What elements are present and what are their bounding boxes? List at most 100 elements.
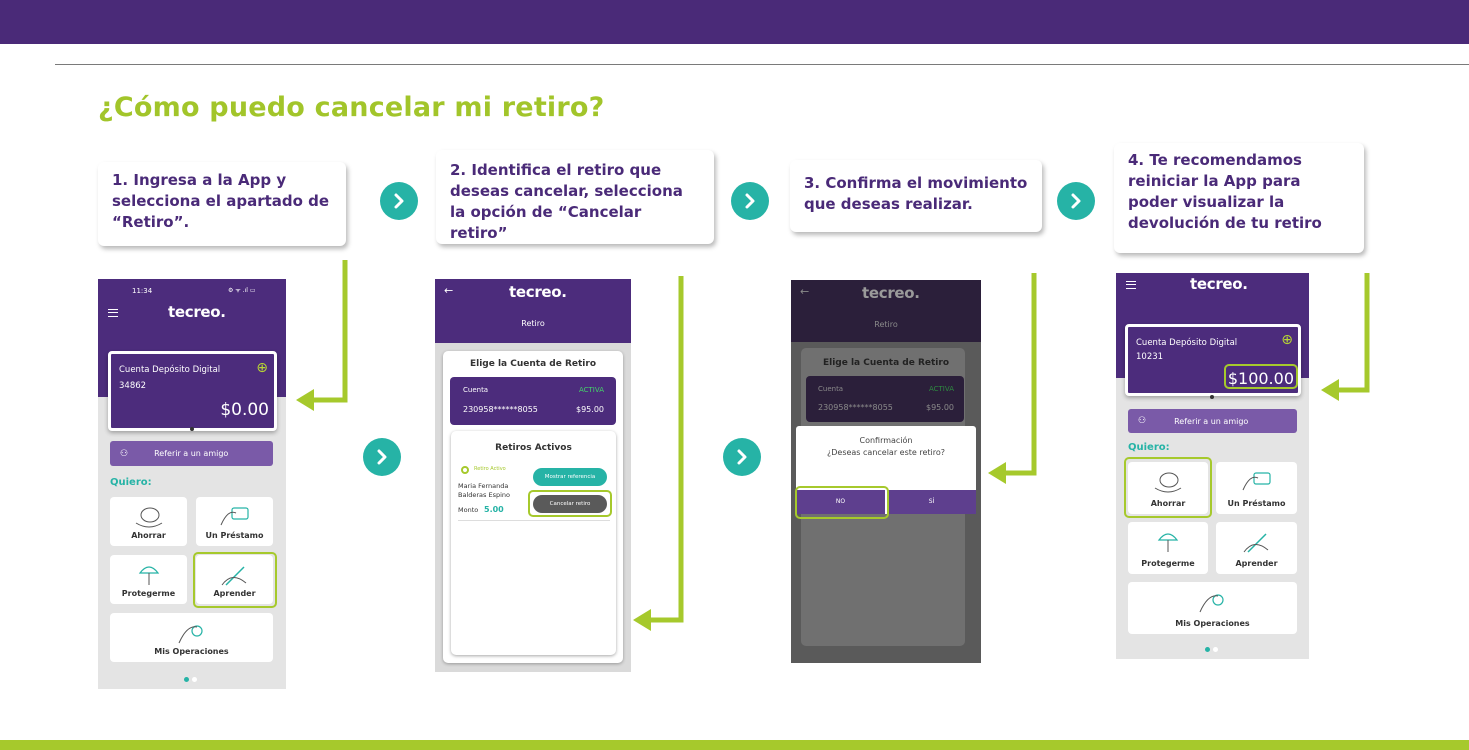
- chevron-right-icon: [745, 193, 755, 209]
- highlight-aprender: [193, 552, 277, 608]
- tile-ahorrar[interactable]: Ahorrar: [1128, 462, 1208, 514]
- cancel-withdrawal-button[interactable]: Cancelar retiro: [533, 495, 607, 513]
- step-3-text: 3. Confirma el movimiento que deseas rea…: [804, 174, 1028, 213]
- operations-hand-icon: [178, 625, 203, 644]
- pencil-hand-icon: [221, 566, 246, 586]
- account-card[interactable]: Cuenta Depósito Digital 34862 ⊕ $0.00: [108, 351, 277, 431]
- highlight-ahorrar: [1124, 457, 1212, 518]
- hamburger-icon[interactable]: [1126, 281, 1136, 289]
- account-masked-number: 230958******8055: [818, 403, 893, 412]
- logo-text: tecreo.: [168, 303, 226, 321]
- tile-label: Un Préstamo: [205, 531, 264, 540]
- tile-label: Protegerme: [121, 589, 176, 598]
- tile-label: Aprender: [1235, 559, 1278, 568]
- tile-protegerme[interactable]: Protegerme: [110, 555, 187, 604]
- tile-ahorrar[interactable]: Ahorrar: [110, 497, 187, 546]
- app-header: [791, 280, 981, 342]
- account-masked-number: 230958******8055: [463, 405, 538, 414]
- back-arrow-icon[interactable]: ←: [800, 285, 810, 298]
- confirmation-dialog: Confirmación ¿Deseas cancelar este retir…: [796, 426, 976, 514]
- tile-prestamo[interactable]: Un Préstamo: [1216, 462, 1297, 514]
- show-reference-button[interactable]: Mostrar referencia: [533, 468, 607, 486]
- screen-title: Retiro: [874, 320, 898, 329]
- refer-friend-button[interactable]: ⚇ Referir a un amigo: [110, 441, 273, 466]
- add-icon[interactable]: ⊕: [1281, 332, 1293, 348]
- bottom-banner: [0, 740, 1469, 750]
- people-icon: ⚇: [120, 448, 129, 459]
- step-1-text: 1. Ingresa a la App y selecciona el apar…: [112, 171, 330, 231]
- add-icon[interactable]: ⊕: [256, 360, 268, 376]
- tile-label: Ahorrar: [1150, 499, 1186, 508]
- chevron-right-icon: [377, 449, 387, 465]
- account-balance: $100.00: [1227, 369, 1294, 388]
- dialog-question: ¿Deseas cancelar este retiro?: [826, 448, 946, 457]
- refer-label: Referir a un amigo: [1174, 416, 1249, 426]
- pencil-hand-icon: [1243, 533, 1268, 553]
- piggy-bank-icon: [135, 507, 162, 528]
- tile-aprender[interactable]: Aprender: [1216, 522, 1297, 574]
- app-logo: tecreo.: [862, 284, 920, 302]
- page-title: ¿Cómo puedo cancelar mi retiro?: [98, 92, 605, 123]
- amount-value: 5.00: [484, 505, 504, 514]
- chevron-right-icon: [394, 193, 404, 209]
- amount-label: Monto: [458, 506, 479, 514]
- highlight-cancel: [528, 490, 612, 517]
- step-1-card: 1. Ingresa a la App y selecciona el apar…: [98, 162, 346, 246]
- account-label: Cuenta: [818, 385, 844, 393]
- app-logo: tecreo.: [509, 283, 567, 301]
- tile-label: Protegerme: [1141, 559, 1195, 568]
- active-withdrawals-panel: [451, 431, 616, 655]
- account-status: ACTIVA: [928, 385, 954, 393]
- screen-title: Retiro: [521, 319, 545, 328]
- tile-label: Mis Operaciones: [1175, 619, 1250, 628]
- refer-friend-button[interactable]: ⚇ Referir a un amigo: [1128, 409, 1297, 433]
- phone-screen-home-updated: tecreo. Cuenta Depósito Digital 10231 ⊕ …: [1116, 273, 1309, 659]
- top-banner: [0, 0, 1469, 44]
- umbrella-icon: [1157, 533, 1179, 552]
- tile-label: Mis Operaciones: [154, 647, 229, 656]
- refer-label: Referir a un amigo: [154, 449, 229, 458]
- pointer-arrow-3: [988, 273, 1037, 484]
- yes-button[interactable]: SÍ: [887, 490, 976, 514]
- operations-hand-icon: [1199, 594, 1224, 613]
- account-row[interactable]: Cuenta ACTIVA 230958******8055 $95.00: [806, 376, 964, 422]
- account-balance: $0.00: [220, 400, 269, 420]
- app-logo: tecreo.: [1190, 275, 1248, 293]
- card-hand-icon: [220, 507, 249, 526]
- tile-mis-operaciones[interactable]: Mis Operaciones: [1128, 582, 1297, 634]
- logo-text: tecreo.: [862, 284, 920, 302]
- tile-prestamo[interactable]: Un Préstamo: [196, 497, 273, 546]
- chevron-right-icon: [1071, 193, 1081, 209]
- header-divider: [55, 64, 1469, 65]
- account-card[interactable]: Cuenta Depósito Digital 10231 ⊕ $100.00: [1125, 324, 1301, 396]
- next-step-chevron-2: [731, 182, 769, 220]
- account-row[interactable]: Cuenta ACTIVA 230958******8055 $95.00: [450, 377, 616, 425]
- next-screen-chevron-2: [723, 438, 761, 476]
- choose-account-title: Elige la Cuenta de Retiro: [822, 358, 950, 368]
- pointer-arrow-1: [296, 260, 348, 411]
- step-3-card: 3. Confirma el movimiento que deseas rea…: [790, 160, 1042, 232]
- app-header: [435, 279, 631, 343]
- status-icons: ⚙ ᯤ .ıl ▭: [228, 287, 256, 294]
- tile-protegerme[interactable]: Protegerme: [1128, 522, 1208, 574]
- hamburger-icon[interactable]: [108, 309, 118, 317]
- phone-screen-home: 11:34 ⚙ ᯤ .ıl ▭ tecreo. Cuenta Depósito …: [98, 279, 286, 689]
- row-divider: [458, 520, 610, 521]
- active-withdrawals-title: Retiros Activos: [495, 443, 572, 453]
- account-status: ACTIVA: [578, 386, 604, 394]
- no-button[interactable]: NO: [796, 490, 885, 514]
- tile-aprender[interactable]: Aprender: [196, 555, 273, 604]
- phone-screen-retiro: ← tecreo. Retiro Elige la Cuenta de Reti…: [435, 279, 631, 672]
- piggy-bank-icon: [1154, 472, 1182, 493]
- next-step-chevron-1: [380, 182, 418, 220]
- carousel-dot: [190, 427, 194, 431]
- chevron-right-icon: [737, 449, 747, 465]
- back-arrow-icon[interactable]: ←: [444, 284, 454, 297]
- account-number: 10231: [1136, 352, 1164, 362]
- logo-text: tecreo.: [1190, 275, 1248, 293]
- tile-mis-operaciones[interactable]: Mis Operaciones: [110, 613, 273, 662]
- quiero-label: Quiero:: [1128, 442, 1170, 453]
- step-2-card: 2. Identifica el retiro que deseas cance…: [436, 150, 714, 244]
- card-hand-icon: [1242, 472, 1271, 491]
